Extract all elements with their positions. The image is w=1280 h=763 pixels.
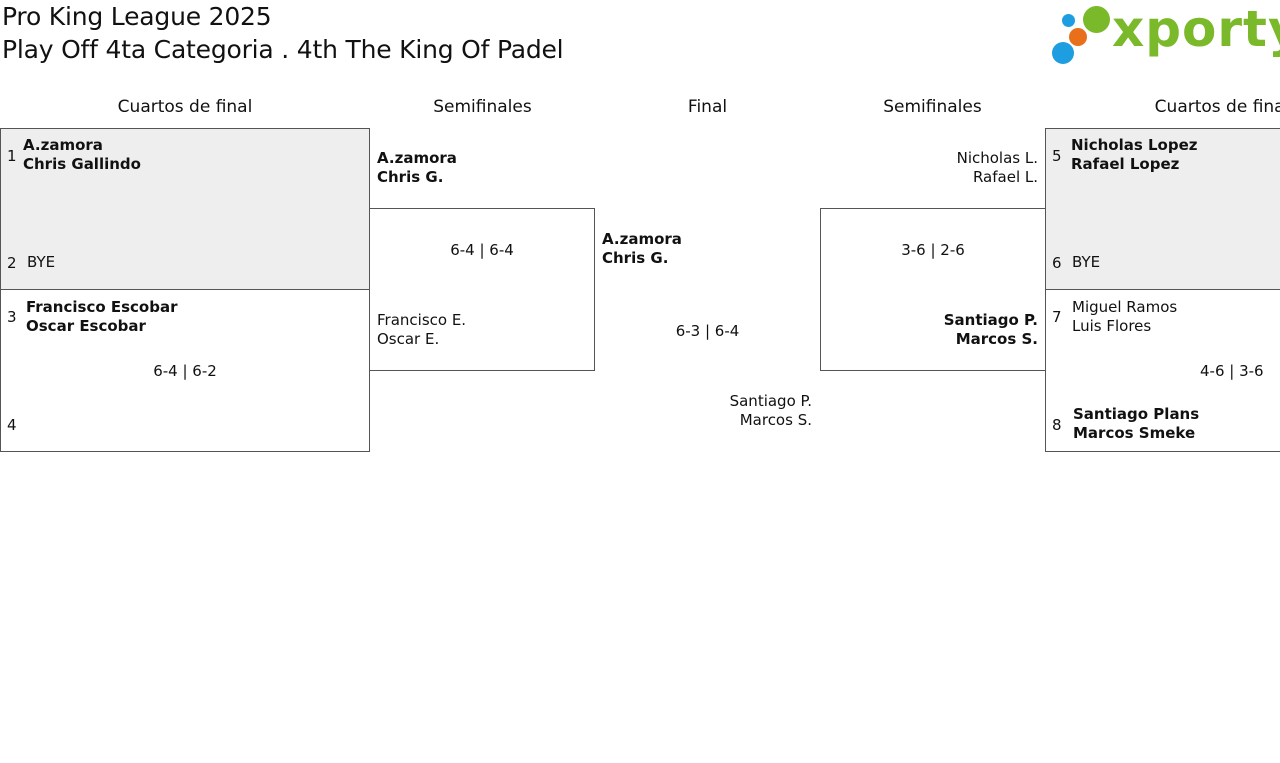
seed-number: 8 [1052,416,1062,434]
seed-number: 5 [1052,147,1062,165]
match-qf-left-1[interactable] [0,128,370,290]
logo-wordmark: xporty [1112,0,1280,58]
round-header-sf-left: Semifinales [433,97,532,117]
team-player: Santiago P. [729,392,812,410]
xporty-logo[interactable]: xporty [1052,0,1280,66]
team-player: Oscar E. [377,330,440,348]
match-score: 6-4 | 6-2 [153,362,217,380]
match-score: 3-6 | 2-6 [901,241,965,259]
logo-dot-orange [1069,28,1087,46]
logo-dot-green [1083,6,1110,33]
team-player: A.zamora [602,230,682,248]
team-player: Oscar Escobar [26,317,146,335]
team-player: Chris Gallindo [23,155,141,173]
team-player: Rafael Lopez [1071,155,1180,173]
round-header-qf-left: Cuartos de final [117,97,253,117]
team-player: Nicholas L. [956,149,1038,167]
match-sf-left[interactable] [369,208,595,371]
match-qf-right-1[interactable] [1045,128,1280,290]
team-player: A.zamora [23,136,103,154]
team-player: Santiago Plans [1073,405,1200,423]
logo-dot-blue-large [1052,42,1074,64]
team-player: Miguel Ramos [1072,298,1178,316]
team-player: Chris G. [377,168,444,186]
page-subtitle: Play Off 4ta Categoria . 4th The King Of… [2,35,564,64]
team-bye: BYE [27,253,56,271]
seed-number: 3 [7,308,17,326]
seed-number: 2 [7,254,17,272]
seed-number: 6 [1052,254,1062,272]
team-player: Rafael L. [972,168,1038,186]
team-player: A.zamora [377,149,457,167]
team-player: Marcos S. [955,330,1038,348]
match-score: 4-6 | 3-6 [1200,362,1264,380]
team-player: Francisco Escobar [26,298,178,316]
seed-number: 4 [7,416,17,434]
match-score: 6-4 | 6-4 [450,241,514,259]
page-title: Pro King League 2025 [2,2,272,31]
round-header-final: Final [687,97,728,117]
team-player: Marcos Smeke [1073,424,1196,442]
round-header-sf-right: Semifinales [883,97,982,117]
round-header-qf-right: Cuartos de final [1154,97,1280,117]
seed-number: 7 [1052,308,1062,326]
team-player: Santiago P. [943,311,1038,329]
match-qf-right-2[interactable] [1045,289,1280,452]
team-bye: BYE [1072,253,1101,271]
team-player: Luis Flores [1072,317,1152,335]
seed-number: 1 [7,147,17,165]
final-score: 6-3 | 6-4 [675,322,740,340]
team-player: Chris G. [602,249,669,267]
logo-dot-blue-small [1062,14,1075,27]
team-player: Francisco E. [377,311,467,329]
team-player: Marcos S. [739,411,812,429]
team-player: Nicholas Lopez [1071,136,1198,154]
